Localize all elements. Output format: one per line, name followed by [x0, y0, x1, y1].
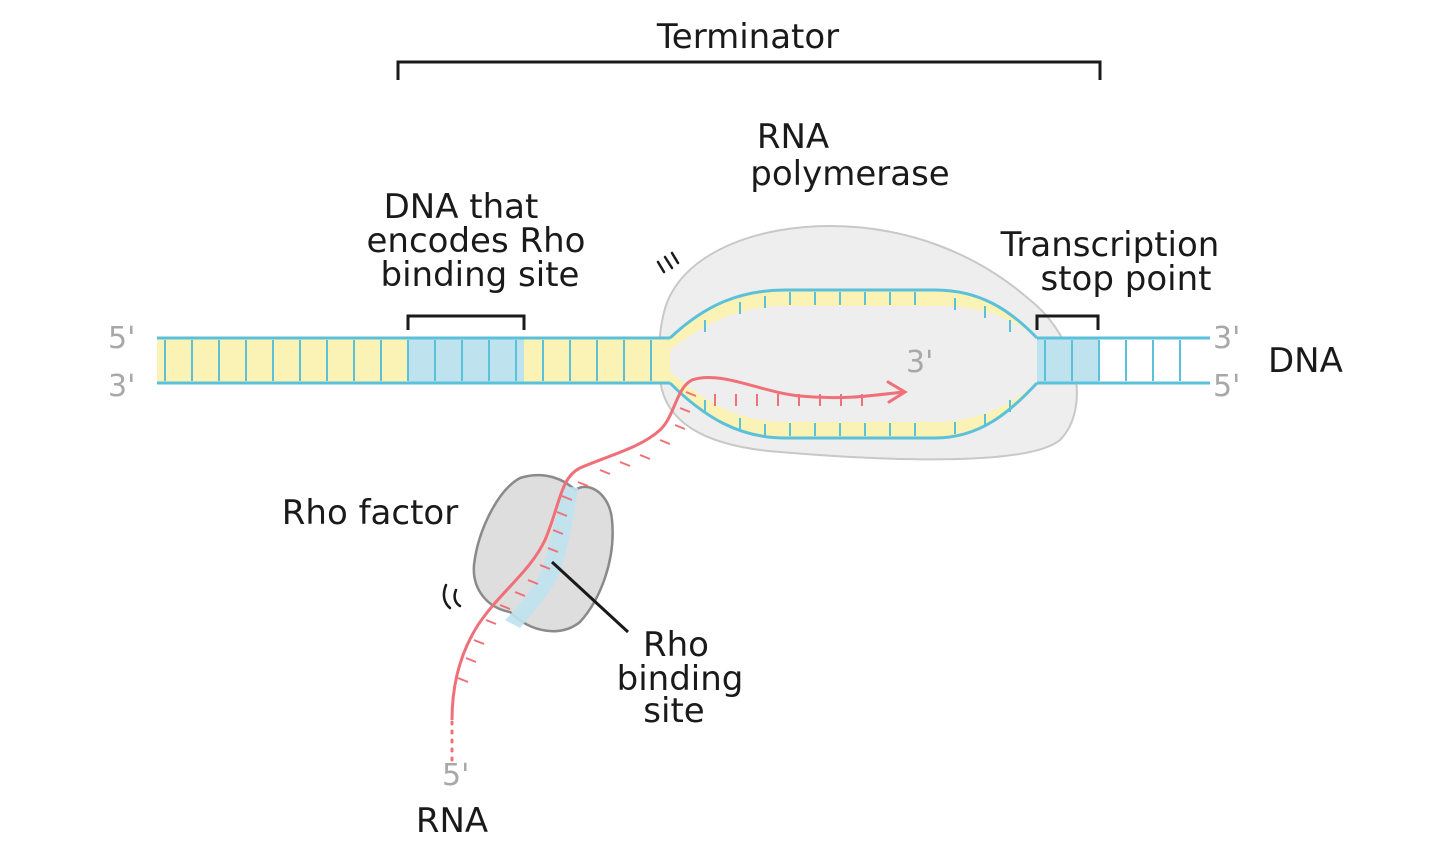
rho-site-dna-label-line1: DNA that — [384, 187, 539, 227]
rho-binding-site-label-line1: Rho — [643, 625, 709, 665]
rna-base-tick — [639, 454, 651, 460]
dna-bottom-right-end-label: 5' — [1213, 369, 1240, 404]
rho-site-dna-label-line2: encodes Rho — [367, 221, 586, 261]
stop-point-label-line1: Transcription — [1000, 225, 1220, 265]
dna-bottom-left-end-label: 3' — [108, 369, 135, 404]
rna-base-tick — [514, 591, 526, 597]
rna-base-tick — [659, 439, 671, 445]
rho-binding-site-label-line3: site — [643, 691, 704, 731]
rho-factor — [472, 473, 614, 633]
rna-3prime-label: 3' — [906, 345, 933, 380]
rna-base-tick — [539, 564, 551, 570]
bubble-bottom-bases — [670, 372, 1037, 438]
rna-polymerase-label-line1: RNA — [757, 117, 829, 157]
rna-base-tick — [679, 407, 691, 413]
rna-base-tick — [547, 547, 559, 553]
rna-base-tick — [599, 469, 611, 475]
rna-5prime-label: 5' — [442, 758, 469, 793]
dna-top-right-end-label: 3' — [1213, 321, 1240, 356]
rna-base-tick — [527, 579, 539, 585]
polymerase-motion-marks — [656, 251, 680, 274]
rna-polymerase — [657, 224, 1078, 461]
stop-point-bracket — [1035, 314, 1100, 330]
rna-base-tick — [465, 657, 477, 663]
rna-base-tick — [457, 677, 469, 683]
bubble-top-bases — [670, 290, 1037, 350]
terminator-label: Terminator — [656, 17, 839, 57]
rna-polymerase-label-line2: polymerase — [750, 154, 949, 194]
dna-rho-site-region — [408, 338, 524, 383]
rna-base-tick — [685, 391, 697, 397]
rna-base-tick — [619, 461, 631, 467]
dna-stop-point-region — [1037, 338, 1099, 383]
rna-arrowhead — [886, 380, 908, 404]
terminator-bracket — [396, 60, 1102, 80]
rho-motion-marks — [442, 583, 462, 610]
dna-label: DNA — [1268, 341, 1343, 381]
dna-top-left-end-label: 5' — [108, 321, 135, 356]
rho-binding-site-leader-line — [550, 560, 630, 634]
rna-rho-binding-site — [505, 486, 578, 628]
rna-base-tick — [674, 424, 686, 430]
dna-top-strand-bubble — [668, 288, 1039, 340]
rho-factor-label: Rho factor — [282, 493, 458, 533]
rna-base-tick — [577, 481, 589, 487]
rna-base-tick — [552, 529, 564, 535]
rna-base-tick — [561, 495, 573, 501]
rho-binding-site-label-line2: binding — [617, 659, 744, 699]
rho-site-dna-bracket — [406, 314, 526, 330]
rna-strand — [450, 375, 904, 721]
rna-label: RNA — [416, 801, 488, 841]
rho-site-dna-label-line3: binding site — [381, 255, 580, 295]
rna-base-tick — [556, 511, 568, 517]
stop-point-label-line2: stop point — [1041, 259, 1212, 299]
rna-base-tick — [485, 619, 497, 625]
rna-base-tick — [473, 639, 485, 645]
rna-base-tick — [499, 604, 511, 610]
